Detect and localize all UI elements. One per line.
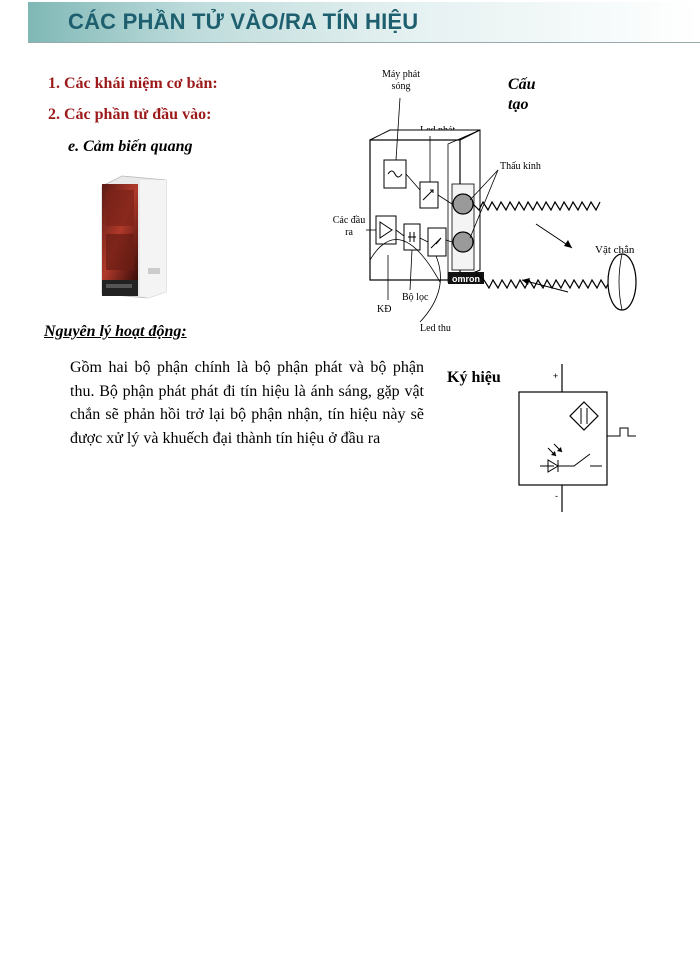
page-title: CÁC PHẦN TỬ VÀO/RA TÍN HIỆU (68, 9, 419, 34)
section-heading-1: 1. Các khái niệm cơ bản: (48, 75, 218, 92)
symbol-heading: Ký hiệu (447, 369, 501, 386)
label-amplifier: KĐ (377, 304, 392, 315)
label-filter: Bộ lọc (402, 292, 429, 303)
section-heading-2: 2. Các phần tử đầu vào: (48, 106, 212, 123)
principle-heading: Nguyên lý hoạt động: (44, 323, 187, 340)
principle-paragraph: Gồm hai bộ phận chính là bộ phận phát và… (70, 359, 424, 447)
label-led-receiver: Led thu (420, 323, 451, 334)
title-band: CÁC PHẦN TỬ VÀO/RA TÍN HIỆU (0, 0, 700, 44)
title-gradient (28, 2, 700, 42)
label-outputs: Các đầu ra (332, 215, 366, 238)
title-divider (28, 42, 700, 43)
structure-heading: Cấu tạo (508, 76, 536, 113)
label-lens: Thấu kính (500, 161, 541, 172)
symbol-minus-label: - (555, 491, 558, 501)
symbol-plus-label: + (553, 371, 559, 381)
subsection-heading: e. Cảm biến quang (68, 138, 193, 155)
label-obstacle: Vật chắn (595, 244, 635, 256)
structure-diagram: omron (366, 97, 637, 323)
label-emitter: Máy phát sóng (381, 69, 421, 92)
sensor-photo (101, 175, 167, 299)
brand-logo: omron (452, 274, 480, 284)
sensor-symbol (518, 364, 636, 512)
